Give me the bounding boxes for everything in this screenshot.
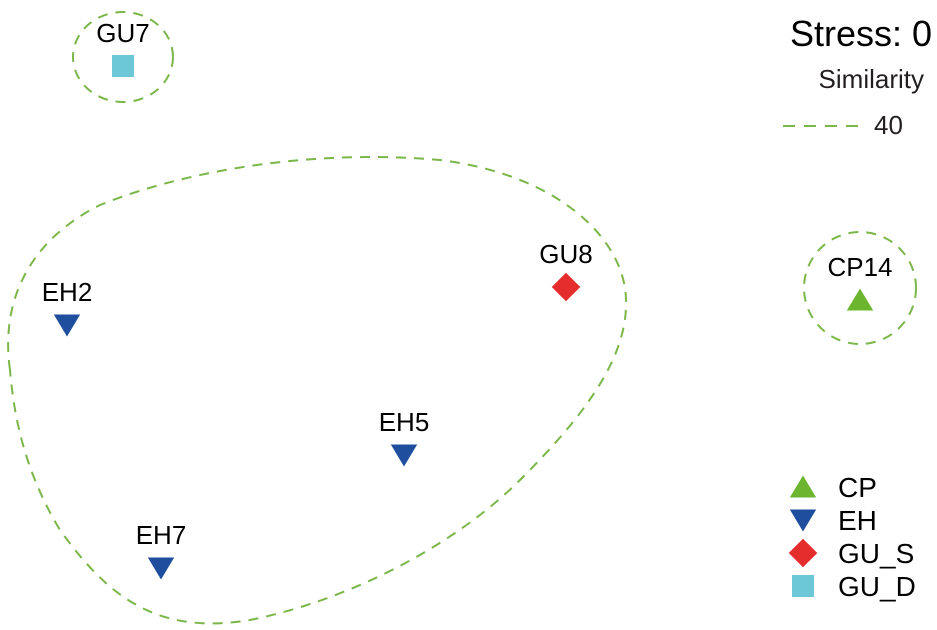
legend-marker-eh — [789, 509, 817, 532]
point-label-gu8: GU8 — [539, 239, 592, 269]
legend-label-gu-d: GU_D — [838, 571, 916, 602]
legend-marker-gu-d — [792, 575, 814, 597]
stress-annotation: Stress: 0 — [790, 13, 932, 54]
legend-label-eh: EH — [838, 505, 877, 536]
similarity-legend-title: Similarity — [819, 64, 924, 94]
legend-label-gu-s: GU_S — [838, 538, 914, 569]
point-label-eh2: EH2 — [42, 277, 93, 307]
point-label-cp14: CP14 — [827, 252, 892, 282]
similarity-legend: Similarity 40 — [783, 64, 924, 140]
point-label-eh5: EH5 — [379, 407, 430, 437]
point-label-gu7: GU7 — [96, 18, 149, 48]
point-eh5 — [390, 444, 418, 467]
cluster-contour-gu7 — [72, 11, 174, 103]
point-eh7 — [147, 557, 175, 580]
legend-marker-gu-s — [788, 538, 818, 568]
legend-label-cp: CP — [838, 472, 877, 503]
legend-marker-cp — [789, 475, 817, 498]
point-gu8 — [551, 272, 581, 302]
similarity-legend-value: 40 — [874, 110, 903, 140]
point-eh2 — [53, 314, 81, 337]
point-label-eh7: EH7 — [136, 520, 187, 550]
cluster-contour-eh-gu8 — [7, 156, 628, 625]
point-cp14 — [846, 288, 874, 311]
point-gu7 — [112, 55, 134, 77]
cluster-contour-cp14 — [803, 231, 917, 345]
similarity-contours — [7, 11, 917, 625]
